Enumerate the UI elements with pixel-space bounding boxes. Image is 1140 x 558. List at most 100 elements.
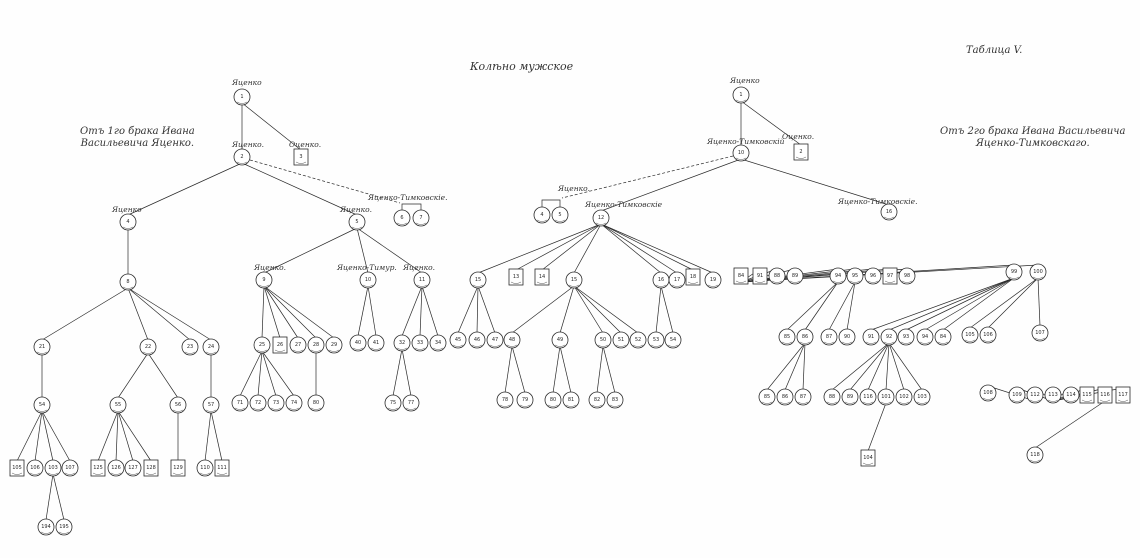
node-number: 46 xyxy=(474,337,480,343)
node-number: 8 xyxy=(126,279,129,285)
person-node-square xyxy=(685,268,701,286)
tree-edge xyxy=(573,285,622,334)
node-annotation-mark xyxy=(823,341,835,344)
tree-edge xyxy=(477,223,602,274)
tree-edge xyxy=(210,410,223,462)
node-number: 48 xyxy=(509,337,515,343)
node-annotation-mark xyxy=(414,347,426,350)
tree-edge xyxy=(263,227,358,274)
tree-edge xyxy=(924,277,1015,331)
person-node-circle xyxy=(664,331,682,349)
node-annotation-mark xyxy=(499,404,511,407)
node-number: 51 xyxy=(618,337,624,343)
node-annotation-mark xyxy=(506,344,518,347)
node-number: 29 xyxy=(331,342,337,348)
node-annotation-mark xyxy=(1047,399,1059,402)
node-number: 4 xyxy=(540,212,543,218)
node-number: 103 xyxy=(48,465,58,471)
node-annotation-mark xyxy=(650,344,662,347)
family-name-label: Яценко. xyxy=(254,263,287,272)
family-name-label: Яценко-Тимур. xyxy=(337,263,397,272)
node-annotation-mark xyxy=(568,284,580,287)
node-number: 82 xyxy=(594,397,600,403)
node-annotation-mark xyxy=(565,404,577,407)
tree-edge xyxy=(942,277,1015,331)
tree-edge xyxy=(117,410,152,462)
node-annotation-mark xyxy=(236,101,248,104)
node-annotation-mark xyxy=(826,401,838,404)
person-node-circle xyxy=(895,388,913,406)
node-annotation-mark xyxy=(172,409,184,412)
node-annotation-mark xyxy=(779,401,791,404)
node-number: 112 xyxy=(1030,392,1040,398)
node-annotation-mark xyxy=(591,404,603,407)
person-node-square xyxy=(9,459,25,477)
person-node-circle xyxy=(37,518,55,536)
person-node-circle xyxy=(359,271,377,289)
node-annotation-mark xyxy=(916,401,928,404)
node-annotation-mark xyxy=(849,280,861,283)
person-node-circle xyxy=(778,328,796,346)
node-number: 18 xyxy=(690,274,696,280)
node-annotation-mark xyxy=(937,341,949,344)
node-number: 117 xyxy=(1118,392,1128,398)
person-node-circle xyxy=(612,331,630,349)
node-number: 80 xyxy=(313,400,319,406)
node-number: 99 xyxy=(1011,269,1017,275)
node-number: 12 xyxy=(598,215,604,221)
node-annotation-mark xyxy=(554,219,566,222)
person-node-circle xyxy=(1026,386,1044,404)
node-annotation-mark xyxy=(252,407,264,410)
node-number: 91 xyxy=(868,334,874,340)
tree-edge xyxy=(367,285,377,337)
person-node-circle xyxy=(1031,324,1049,342)
tree-edge xyxy=(600,158,742,212)
family-name-label: Яценко-Тимковскій xyxy=(707,137,785,146)
tree-edge xyxy=(784,342,806,391)
node-number: 85 xyxy=(784,334,790,340)
node-annotation-mark xyxy=(735,99,747,102)
tree-edge xyxy=(117,410,134,462)
node-annotation-mark xyxy=(735,157,747,160)
node-annotation-mark xyxy=(1117,399,1129,402)
person-node-square xyxy=(1115,386,1131,404)
node-annotation-mark xyxy=(1029,459,1041,462)
tree-edge xyxy=(655,285,662,334)
node-annotation-mark xyxy=(536,281,548,284)
node-number: 17 xyxy=(674,277,680,283)
node-number: 81 xyxy=(568,397,574,403)
tree-edge xyxy=(241,162,358,216)
node-annotation-mark xyxy=(36,351,48,354)
node-number: 4 xyxy=(126,219,129,225)
person-node-circle xyxy=(255,271,273,289)
node-annotation-mark xyxy=(880,401,892,404)
node-annotation-mark xyxy=(122,286,134,289)
node-annotation-mark xyxy=(47,472,59,475)
node-annotation-mark xyxy=(1081,399,1093,402)
node-annotation-mark xyxy=(797,401,809,404)
node-annotation-mark xyxy=(1099,399,1111,402)
person-node-circle xyxy=(864,267,882,285)
person-node-square xyxy=(214,459,230,477)
node-number: 96 xyxy=(870,273,876,279)
node-number: 52 xyxy=(635,337,641,343)
person-node-circle xyxy=(668,271,686,289)
node-annotation-mark xyxy=(199,472,211,475)
node-annotation-mark xyxy=(901,280,913,283)
node-number: 125 xyxy=(93,465,103,471)
node-annotation-mark xyxy=(884,280,896,283)
node-annotation-mark xyxy=(489,344,501,347)
node-annotation-mark xyxy=(862,401,874,404)
tree-edge xyxy=(477,285,496,334)
person-node-circle xyxy=(267,394,285,412)
person-node-circle xyxy=(231,394,249,412)
node-annotation-mark xyxy=(370,347,382,350)
tree-edge xyxy=(870,277,1015,331)
node-number: 111 xyxy=(217,465,227,471)
tree-edge xyxy=(888,277,1015,331)
node-number: 126 xyxy=(111,465,121,471)
node-annotation-mark xyxy=(883,341,895,344)
node-annotation-mark xyxy=(29,472,41,475)
person-node-circle xyxy=(732,86,750,104)
node-number: 194 xyxy=(41,524,51,530)
